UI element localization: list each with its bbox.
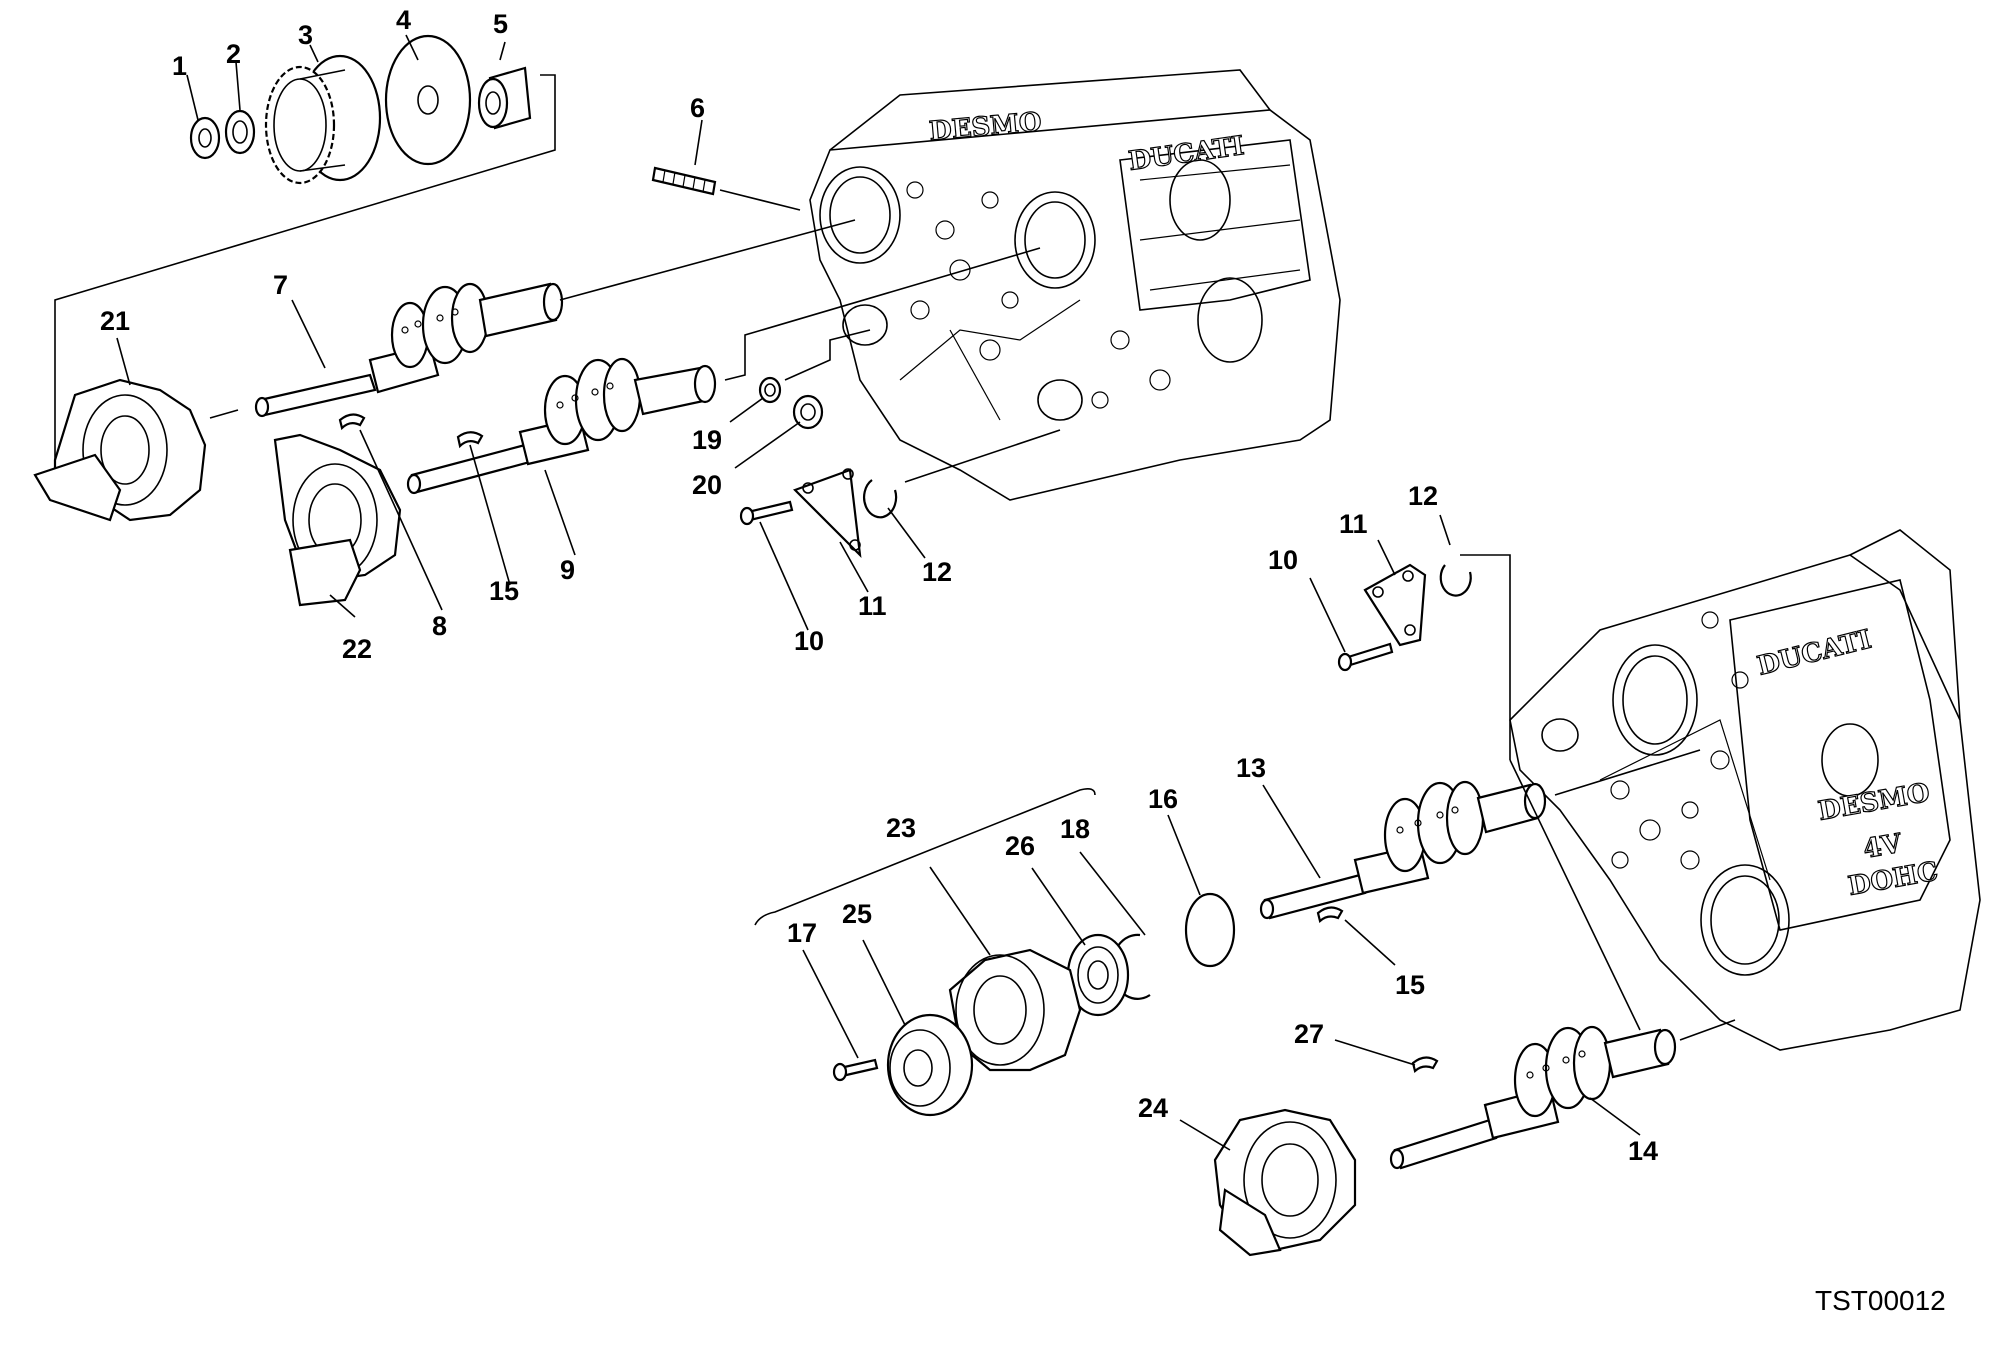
part-3-pulley (264, 54, 382, 185)
front-cylinder-head: DUCATI DESMO 4V DOHC (1509, 529, 1981, 1051)
leader-bracket-14 (1509, 759, 1641, 1031)
callout-25: 25 (842, 899, 872, 929)
callout-leaders (116, 34, 1641, 1151)
part-10-screw-a (739, 500, 794, 526)
callout-11-b: 11 (1339, 509, 1368, 539)
callout-1: 1 (172, 51, 187, 81)
callout-13: 13 (1236, 753, 1266, 783)
part-9-camshaft (406, 357, 717, 495)
callout-12-a: 12 (922, 557, 952, 587)
callout-12-b: 12 (1408, 481, 1438, 511)
bracket-parts-1-5 (54, 74, 556, 470)
callout-9: 9 (560, 555, 575, 585)
callout-7: 7 (273, 270, 288, 300)
part-8-key (338, 413, 366, 431)
callout-10-a: 10 (794, 626, 824, 656)
leader-13-head (1554, 749, 1701, 796)
part-11-plate-b (1363, 563, 1427, 647)
leader-9-head (724, 247, 1041, 381)
part-23-housing (948, 948, 1082, 1072)
callout-4: 4 (396, 5, 411, 35)
engraving-head-front-1: DUCATI (1754, 625, 1874, 682)
leader-6-head (719, 189, 801, 211)
leader-21-shaft (209, 409, 239, 419)
callout-14: 14 (1628, 1136, 1658, 1166)
part-21-cover (33, 378, 207, 522)
leader-7-head (559, 219, 856, 301)
callout-10-b: 10 (1268, 545, 1298, 575)
part-16-circlip (1184, 892, 1236, 968)
callout-2: 2 (226, 39, 241, 69)
callout-11-a: 11 (858, 591, 887, 621)
part-17-screw (832, 1058, 879, 1082)
callout-6: 6 (690, 93, 705, 123)
callout-22: 22 (342, 634, 372, 664)
part-15-key-a (456, 431, 484, 449)
callout-27: 27 (1294, 1019, 1324, 1049)
part-11-plate-a (793, 468, 862, 559)
part-24-cover (1213, 1108, 1357, 1257)
part-20-ring (792, 394, 824, 430)
callout-21: 21 (100, 306, 130, 336)
callout-17: 17 (787, 918, 817, 948)
callout-19: 19 (692, 425, 722, 455)
part-19-seal (758, 376, 782, 404)
callout-numbers: 1 2 3 4 5 6 7 8 9 10 11 12 15 19 20 21 2… (100, 5, 1658, 1166)
leader-12a-head (904, 429, 1061, 483)
part-5-spacer (477, 66, 532, 130)
callout-18: 18 (1060, 814, 1090, 844)
part-2-washer (224, 109, 256, 155)
callout-15-a: 15 (489, 576, 519, 606)
callout-24: 24 (1138, 1093, 1168, 1123)
callout-20: 20 (692, 470, 722, 500)
rear-cylinder-head: DESMO DUCATI (809, 69, 1341, 501)
part-14-camshaft (1389, 1025, 1677, 1170)
part-12-circlip-a (863, 479, 898, 519)
engraving-head-front-4: DOHC (1846, 857, 1940, 902)
part-1-nut (189, 116, 221, 160)
engraving-head-front-2: DESMO (1816, 778, 1932, 827)
part-4-flange (384, 34, 472, 166)
part-15-key-b (1316, 906, 1344, 924)
callout-16: 16 (1148, 784, 1178, 814)
leader-14-head (1679, 1019, 1736, 1041)
drawing-code: TST00012 (1815, 1285, 1946, 1316)
bracket-23-group (754, 788, 1096, 926)
callout-8: 8 (432, 611, 447, 641)
callout-26: 26 (1005, 831, 1035, 861)
leader-19-20 (784, 329, 871, 381)
engraving-head-rear-2: DUCATI (1127, 131, 1246, 177)
part-22-cover (273, 433, 402, 607)
part-7-camshaft (254, 282, 564, 418)
bracket-12b (1460, 554, 1511, 760)
part-12-circlip-b (1439, 564, 1472, 597)
engraving-head-front-3: 4V (1861, 829, 1905, 865)
engraving-head-rear-1: DESMO (928, 107, 1043, 147)
part-13-camshaft (1259, 780, 1547, 920)
callout-15-b: 15 (1395, 970, 1425, 1000)
part-25-bearing (886, 1013, 974, 1117)
callout-5: 5 (493, 9, 508, 39)
part-6-stud (651, 166, 717, 196)
callout-23: 23 (886, 813, 916, 843)
part-10-screw-b (1337, 642, 1394, 672)
part-27-key (1411, 1056, 1439, 1074)
callout-3: 3 (298, 20, 313, 50)
